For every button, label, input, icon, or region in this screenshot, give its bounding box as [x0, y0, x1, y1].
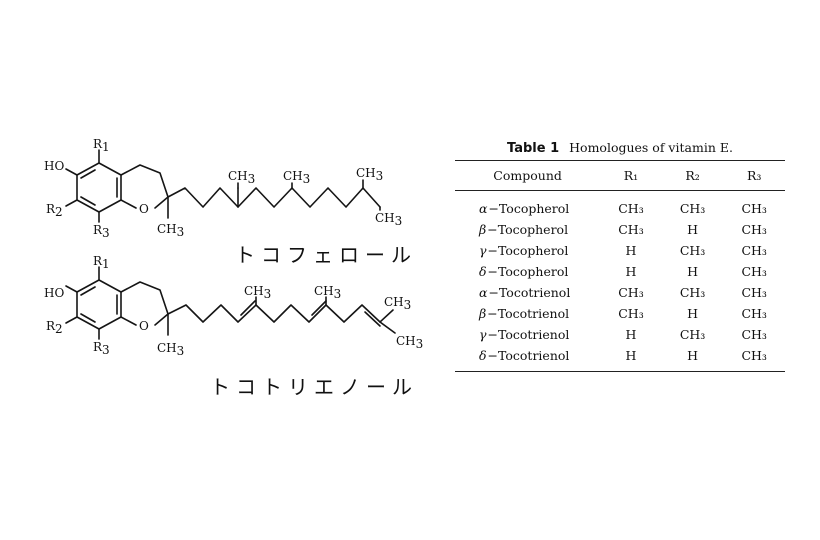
- r2-cell: H: [687, 222, 699, 237]
- r3-cell: CH₃: [741, 243, 767, 258]
- r1-cell: CH₃: [618, 285, 644, 300]
- greek-prefix: δ: [479, 264, 487, 279]
- r2-cell: CH₃: [679, 243, 706, 258]
- compound-name: −Tocotrienol: [487, 327, 570, 342]
- compound-cell: β−Tocotrienol: [455, 303, 600, 324]
- compound-cell: γ−Tocotrienol: [455, 324, 600, 345]
- tocopherol-methyl-d-label: CH3: [375, 211, 402, 228]
- structure-drawings: HO R1 R2 R3 O CH3 CH3 CH3 CH3 CH3: [44, 137, 423, 358]
- r1-cell: H: [625, 243, 637, 258]
- table-header-row: Compound R₁ R₂ R₃: [455, 160, 785, 191]
- greek-prefix: β: [479, 306, 487, 321]
- tocotrienol-methyl-a-label: CH3: [244, 284, 271, 301]
- table-row: δ−Tocopherol H H CH₃: [455, 261, 785, 282]
- column-header-r1: R₁: [600, 160, 662, 191]
- tocopherol-r2-label: R2: [46, 202, 63, 219]
- r3-cell: CH₃: [741, 306, 767, 321]
- greek-prefix: α: [479, 201, 488, 216]
- greek-prefix: α: [479, 285, 488, 300]
- r1-cell: CH₃: [618, 306, 644, 321]
- tocotrienol-r2-label: R2: [46, 319, 63, 336]
- compound-cell: α−Tocopherol: [455, 191, 600, 220]
- tocopherol-pyran-ring: [120, 164, 169, 198]
- compound-name: −Tocopherol: [487, 264, 569, 279]
- tocopherol-structure: HO R1 R2 R3 O CH3 CH3 CH3 CH3 CH3: [44, 137, 402, 240]
- tocotrienol-name-label: トコトリエノール: [210, 375, 418, 399]
- tocotrienol-pyran-ring: [120, 281, 169, 315]
- tocotrienol-methyl-b-label: CH3: [314, 284, 341, 301]
- tocotrienol-r3-label: R3: [93, 340, 110, 357]
- table-row: α−Tocotrienol CH₃ CH₃ CH₃: [455, 282, 785, 303]
- tocotrienol-r1-label: R1: [93, 254, 110, 271]
- r2-cell: H: [687, 264, 699, 279]
- compound-name: −Tocopherol: [487, 222, 569, 237]
- table-row: α−Tocopherol CH₃ CH₃ CH₃: [455, 191, 785, 220]
- table-row: β−Tocotrienol CH₃ H CH₃: [455, 303, 785, 324]
- r2-cell: CH₃: [679, 285, 706, 300]
- compound-cell: γ−Tocopherol: [455, 240, 600, 261]
- tocotrienol-structure: HO R1 R2 R3 O CH3 CH3 CH3 CH3 CH3: [44, 254, 423, 358]
- greek-prefix: δ: [479, 348, 487, 363]
- r1-cell: H: [625, 327, 637, 342]
- tocopherol-methyl-a-label: CH3: [228, 169, 255, 186]
- table-row: γ−Tocotrienol H CH₃ CH₃: [455, 324, 785, 345]
- tocopherol-o-label: O: [139, 202, 149, 216]
- table-row: δ−Tocotrienol H H CH₃: [455, 345, 785, 372]
- r1-cell: H: [625, 348, 637, 363]
- greek-prefix: β: [479, 222, 487, 237]
- r1-cell: CH₃: [618, 201, 644, 216]
- tocotrienol-c2-methyl-label: CH3: [157, 341, 184, 358]
- tocopherol-methyl-b-label: CH3: [283, 169, 310, 186]
- r3-cell: CH₃: [741, 285, 767, 300]
- column-header-r2: R₂: [661, 160, 724, 191]
- tocotrienol-farnesyl-chain: [167, 304, 381, 323]
- compound-cell: β−Tocopherol: [455, 219, 600, 240]
- compound-name: −Tocotrienol: [487, 306, 570, 321]
- tocopherol-benzene-ring: [76, 162, 122, 213]
- table-row: γ−Tocopherol H CH₃ CH₃: [455, 240, 785, 261]
- r2-cell: H: [687, 348, 699, 363]
- r3-cell: CH₃: [741, 327, 767, 342]
- homologues-table-block: Table 1 Homologues of vitamin E. Compoun…: [455, 140, 785, 372]
- tocopherol-name-label: トコフェロール: [235, 243, 417, 267]
- compound-cell: δ−Tocopherol: [455, 261, 600, 282]
- tocopherol-c2-methyl-label: CH3: [157, 222, 184, 239]
- greek-prefix: γ: [479, 327, 487, 342]
- tocotrienol-o-label: O: [139, 319, 149, 333]
- r3-cell: CH₃: [741, 201, 767, 216]
- homologues-table: Compound R₁ R₂ R₃ α−Tocopherol CH₃ CH₃ C…: [455, 160, 785, 372]
- compound-name: −Tocotrienol: [487, 348, 570, 363]
- tocopherol-phytyl-chain: [167, 187, 381, 208]
- r2-cell: CH₃: [679, 327, 706, 342]
- column-header-compound: Compound: [455, 160, 601, 191]
- compound-name: −Tocopherol: [488, 201, 570, 216]
- tocopherol-ho-label: HO: [44, 159, 64, 173]
- tocopherol-methyl-c-label: CH3: [356, 166, 383, 183]
- table-caption-text: Homologues of vitamin E.: [569, 140, 733, 155]
- tocopherol-r1-label: R1: [93, 137, 110, 154]
- r1-cell: CH₃: [618, 222, 644, 237]
- table-caption: Table 1 Homologues of vitamin E.: [455, 140, 785, 156]
- tocotrienol-ho-label: HO: [44, 286, 64, 300]
- table-row: β−Tocopherol CH₃ H CH₃: [455, 219, 785, 240]
- r3-cell: CH₃: [741, 222, 767, 237]
- r2-cell: CH₃: [679, 201, 706, 216]
- compound-cell: α−Tocotrienol: [455, 282, 600, 303]
- greek-prefix: γ: [479, 243, 487, 258]
- r3-cell: CH₃: [741, 264, 767, 279]
- tocotrienol-benzene-ring: [76, 279, 122, 330]
- compound-name: −Tocopherol: [487, 243, 569, 258]
- r1-cell: H: [625, 264, 637, 279]
- table-number-label: Table 1: [507, 141, 560, 156]
- r2-cell: H: [687, 306, 699, 321]
- compound-cell: δ−Tocotrienol: [455, 345, 600, 372]
- tocopherol-r3-label: R3: [93, 223, 110, 240]
- column-header-r3: R₃: [723, 160, 785, 191]
- compound-name: −Tocotrienol: [488, 285, 571, 300]
- r3-cell: CH₃: [741, 348, 767, 363]
- tocotrienol-methyl-d-label: CH3: [396, 334, 423, 351]
- tocotrienol-methyl-c-label: CH3: [384, 295, 411, 312]
